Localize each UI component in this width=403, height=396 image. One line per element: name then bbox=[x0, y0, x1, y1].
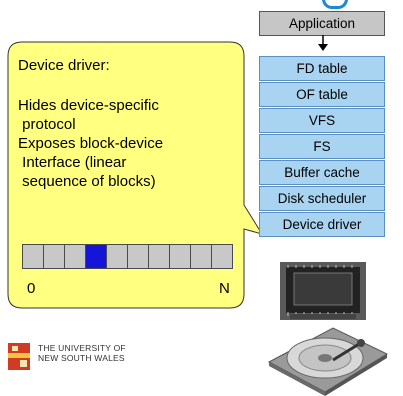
block bbox=[43, 244, 65, 269]
university-name: THE UNIVERSITY OF NEW SOUTH WALES bbox=[38, 343, 126, 363]
university-name-line2: NEW SOUTH WALES bbox=[38, 353, 125, 363]
callout-line-1: Hides device-specific bbox=[18, 97, 159, 114]
callout-line-2: protocol bbox=[18, 116, 76, 133]
callout-line-3: Exposes block-device bbox=[18, 135, 164, 152]
layer-vfs: VFS bbox=[259, 108, 385, 133]
layer-of-table: OF table bbox=[259, 82, 385, 107]
hard-drive-image bbox=[267, 327, 389, 396]
layer-fd-table: FD table bbox=[259, 56, 385, 81]
block bbox=[64, 244, 86, 269]
block-start-label: 0 bbox=[27, 280, 36, 297]
layer-buffer-cache: Buffer cache bbox=[259, 160, 385, 185]
block-end-label: N bbox=[219, 280, 230, 297]
layer-disk-scheduler: Disk scheduler bbox=[259, 186, 385, 211]
block bbox=[211, 244, 233, 269]
block bbox=[169, 244, 191, 269]
university-crest-icon bbox=[8, 343, 30, 370]
block-selected bbox=[85, 244, 107, 269]
chip-image bbox=[280, 262, 366, 320]
callout-line-5: sequence of blocks) bbox=[18, 173, 156, 190]
layer-device-driver: Device driver bbox=[259, 212, 385, 237]
block-sequence bbox=[22, 244, 233, 269]
down-arrow-icon bbox=[318, 35, 328, 51]
block bbox=[190, 244, 212, 269]
block bbox=[22, 244, 44, 269]
layer-fs: FS bbox=[259, 134, 385, 159]
block bbox=[106, 244, 128, 269]
university-name-line1: THE UNIVERSITY OF bbox=[38, 343, 126, 353]
callout-title: Device driver: bbox=[18, 57, 110, 74]
callout-line-4: Interface (linear bbox=[18, 154, 127, 171]
layer-application: Application bbox=[259, 11, 385, 36]
block bbox=[148, 244, 170, 269]
block bbox=[127, 244, 149, 269]
